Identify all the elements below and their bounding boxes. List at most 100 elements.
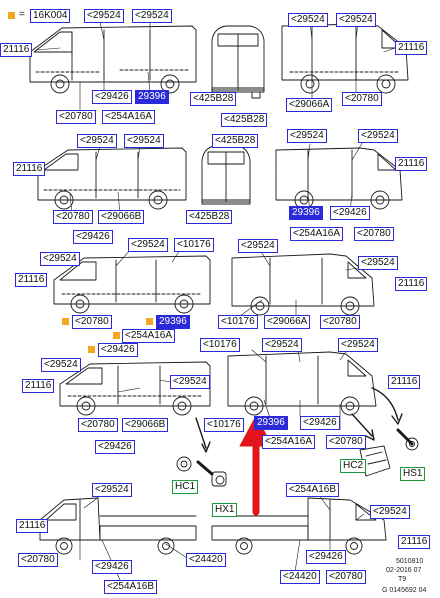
part-label: <29066A <box>264 315 311 329</box>
part-label: <20780 <box>56 110 96 124</box>
part-label: <29524 <box>288 13 328 27</box>
fastener-hx1 <box>196 460 227 487</box>
part-label: <29066A <box>286 98 333 112</box>
part-label: <29426 <box>92 90 132 104</box>
part-label: 21116 <box>398 535 431 549</box>
red-pointer-arrow <box>239 415 273 516</box>
van-side-7 <box>59 361 211 416</box>
part-label: <425B28 <box>186 210 233 224</box>
part-label: <29524 <box>92 483 132 497</box>
part-label: <20780 <box>354 227 394 241</box>
marker-icon <box>88 346 95 353</box>
part-label: <29524 <box>370 505 410 519</box>
van-rear-2 <box>201 145 251 205</box>
part-label: <20780 <box>320 315 360 329</box>
pickup-1 <box>39 497 197 555</box>
part-label: <29524 <box>77 134 117 148</box>
part-label: <29524 <box>287 129 327 143</box>
part-label: 21116 <box>395 277 428 291</box>
part-label: <20780 <box>78 418 118 432</box>
part-label: <29426 <box>300 416 340 430</box>
part-label: 21116 <box>395 157 428 171</box>
part-label: <29066B <box>98 210 145 224</box>
fastener-label: HC2 <box>340 459 367 473</box>
van-side-4 <box>275 147 403 210</box>
part-label: <29524 <box>336 13 376 27</box>
part-label: 29396 <box>156 315 190 329</box>
part-label: 21116 <box>22 379 55 393</box>
marker-icon <box>146 318 153 325</box>
part-label: <29524 <box>41 358 81 372</box>
part-label: <10176 <box>174 238 214 252</box>
marker-icon <box>113 332 120 339</box>
part-label: <24420 <box>280 570 320 584</box>
part-label: <29524 <box>128 238 168 252</box>
fastener-label: HX1 <box>212 503 238 517</box>
fastener-label: HS1 <box>400 467 426 481</box>
part-label: <254A16A <box>262 435 315 449</box>
part-label: <29524 <box>132 9 172 23</box>
fastener-hs1 <box>396 428 419 451</box>
part-label: <29524 <box>358 129 398 143</box>
part-label: <29524 <box>262 338 302 352</box>
part-label: <29426 <box>73 230 113 244</box>
marker-icon <box>62 318 69 325</box>
footer-line: G 0145692 04 <box>382 587 427 594</box>
part-label: <425B28 <box>212 134 259 148</box>
part-label: <20780 <box>72 315 112 329</box>
legend-equals: = <box>19 9 25 20</box>
part-label: <24420 <box>186 553 226 567</box>
legend-code-label: 16K004 <box>30 9 71 23</box>
part-label: <29524 <box>170 375 210 389</box>
part-label: <254A16B <box>286 483 339 497</box>
van-rear-1 <box>211 25 265 99</box>
part-label: <10176 <box>204 418 244 432</box>
part-label: 29396 <box>135 90 169 104</box>
part-label: 21116 <box>16 519 49 533</box>
part-label: <29524 <box>40 252 80 266</box>
part-label: 21116 <box>395 41 428 55</box>
part-label: <254A16A <box>102 110 155 124</box>
van-side-3 <box>37 147 187 210</box>
part-label: <254A16A <box>122 329 175 343</box>
part-label: <10176 <box>200 338 240 352</box>
part-label: 29396 <box>289 206 323 220</box>
part-label: <29524 <box>84 9 124 23</box>
legend-marker-icon <box>8 12 15 19</box>
part-label: <425B28 <box>221 113 268 127</box>
part-label: <425B28 <box>190 92 237 106</box>
footer-line: 02-2016 07 <box>386 567 422 574</box>
part-label: 21116 <box>13 162 46 176</box>
part-label: <29426 <box>98 343 138 357</box>
part-label: <20780 <box>326 435 366 449</box>
part-label: <20780 <box>18 553 58 567</box>
part-label: 21116 <box>15 273 48 287</box>
part-label: <29524 <box>338 338 378 352</box>
fastener-hc1 <box>176 456 192 472</box>
part-label: 29396 <box>254 416 288 430</box>
part-label: 21116 <box>388 375 421 389</box>
part-label: <29426 <box>330 206 370 220</box>
part-label: <29524 <box>358 256 398 270</box>
part-label: <29524 <box>124 134 164 148</box>
part-label: <10176 <box>218 315 258 329</box>
part-label: <254A16B <box>104 580 157 594</box>
part-label: <20780 <box>53 210 93 224</box>
part-label: <20780 <box>326 570 366 584</box>
van-side-8 <box>227 351 377 416</box>
van-side-6 <box>231 253 375 316</box>
part-label: <29426 <box>306 550 346 564</box>
part-label: <254A16A <box>290 227 343 241</box>
part-label: <20780 <box>342 92 382 106</box>
van-side-2 <box>281 23 409 94</box>
footer-line: T9 <box>398 576 407 583</box>
pickup-2 <box>211 497 387 555</box>
part-label: <29524 <box>238 239 278 253</box>
van-side-5 <box>53 255 211 314</box>
van-side-1 <box>29 25 197 94</box>
part-label: <29066B <box>122 418 169 432</box>
part-label: <29426 <box>95 440 135 454</box>
part-label: 21116 <box>0 43 33 57</box>
footer-line: 5010810 <box>396 558 424 565</box>
part-label: <29426 <box>92 560 132 574</box>
